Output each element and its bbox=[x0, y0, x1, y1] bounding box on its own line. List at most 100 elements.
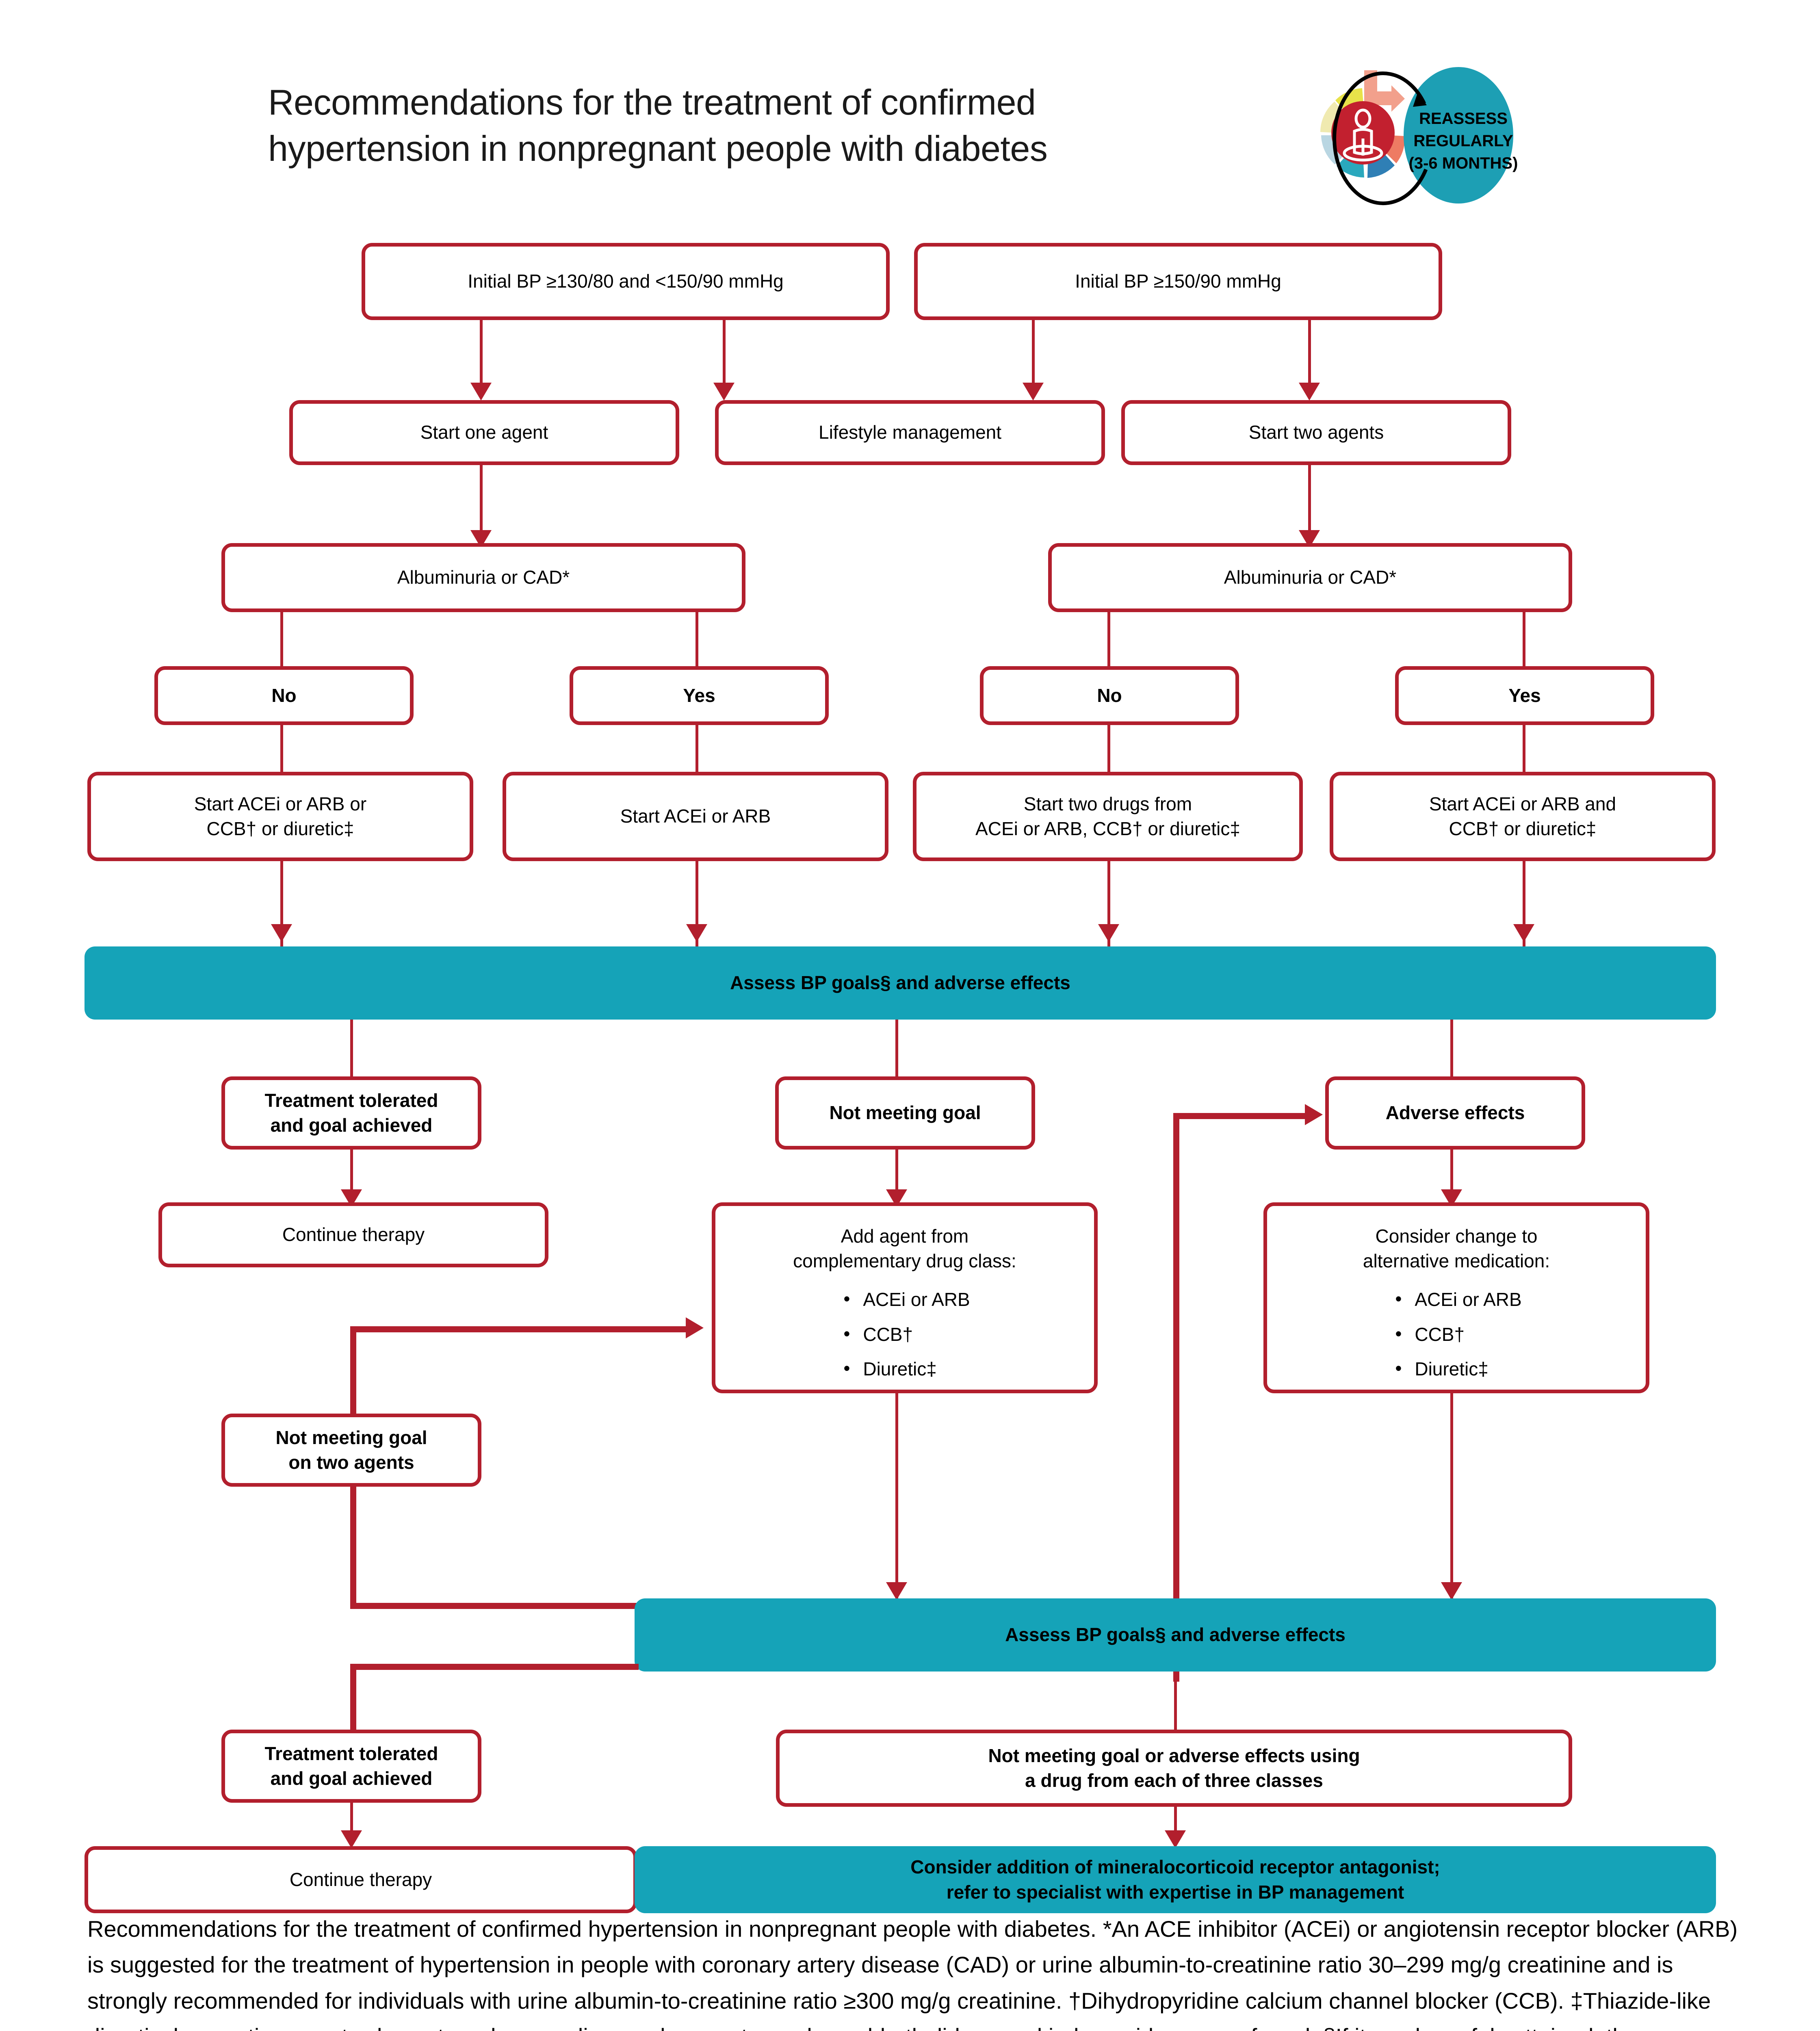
arrowhead-addagent-to-assess2 bbox=[886, 1582, 907, 1600]
box-three-classes[interactable]: Not meeting goal or adverse effects usin… bbox=[776, 1730, 1572, 1807]
box-lifestyle-management-label: Lifestyle management bbox=[818, 422, 1002, 443]
nmg-two-agents-line1: Not meeting goal bbox=[275, 1427, 427, 1448]
arrowhead-tolerated2-to-continue2 bbox=[341, 1830, 362, 1848]
box-albuminuria-right[interactable]: Albuminuria or CAD* bbox=[1048, 543, 1572, 612]
connector-three-classes-to-mra bbox=[1174, 1807, 1177, 1843]
person-icon bbox=[1343, 108, 1383, 162]
box-continue-therapy-1[interactable]: Continue therapy bbox=[158, 1202, 548, 1267]
box-start-acei-or-arb[interactable]: Start ACEi or ARB bbox=[503, 772, 888, 861]
box-continue-therapy-2-label: Continue therapy bbox=[289, 1869, 432, 1890]
box-treatment-tolerated-2[interactable]: Treatment tolerated and goal achieved bbox=[221, 1730, 481, 1803]
add-agent-line1: Add agent from bbox=[841, 1226, 969, 1247]
box-treatment-tolerated-1[interactable]: Treatment tolerated and goal achieved bbox=[221, 1076, 481, 1150]
tolerated2-line2: and goal achieved bbox=[270, 1768, 433, 1789]
box-yes-left[interactable]: Yes bbox=[570, 666, 829, 725]
reassess-line3: (3-6 MONTHS) bbox=[1409, 154, 1518, 172]
consider-change-line1: Consider change to bbox=[1375, 1226, 1538, 1247]
connector-assess1-to-notmeeting bbox=[895, 1020, 898, 1078]
page-title: Recommendations for the treatment of con… bbox=[268, 79, 1263, 172]
box-start-acei-arb-ccb-diuretic[interactable]: Start ACEi or ARB or CCB† or diuretic‡ bbox=[87, 772, 473, 861]
box-consider-change-alternative[interactable]: Consider change to alternative medicatio… bbox=[1263, 1202, 1649, 1393]
box-adverse-effects-label: Adverse effects bbox=[1385, 1102, 1525, 1124]
drug-l1-line1: Start ACEi or ARB or bbox=[194, 793, 367, 814]
connector-albright-to-yes bbox=[1523, 612, 1525, 667]
add-agent-item: CCB† bbox=[839, 1321, 970, 1347]
box-start-two-agents-label: Start two agents bbox=[1248, 422, 1384, 443]
consider-change-line2: alternative medication: bbox=[1363, 1250, 1550, 1272]
box-initial-bp-low-label: Initial BP ≥130/80 and <150/90 mmHg bbox=[468, 271, 784, 292]
box-initial-bp-high[interactable]: Initial BP ≥150/90 mmHg bbox=[914, 243, 1442, 320]
feedback-riser-two-agents bbox=[350, 1326, 356, 1414]
bar-assess-bp-goals-1[interactable]: Assess BP goals§ and adverse effects bbox=[84, 946, 1716, 1020]
connector-assess2-to-three-classes bbox=[1174, 1672, 1177, 1732]
box-initial-bp-high-label: Initial BP ≥150/90 mmHg bbox=[1075, 271, 1281, 292]
reassess-oval bbox=[1404, 67, 1513, 204]
box-not-meeting-goal-label: Not meeting goal bbox=[829, 1102, 981, 1124]
drug-r2-line1: Start ACEi or ARB and bbox=[1429, 793, 1616, 814]
box-yes-left-label: Yes bbox=[683, 684, 715, 706]
box-adverse-effects[interactable]: Adverse effects bbox=[1325, 1076, 1585, 1150]
box-start-two-drugs-from[interactable]: Start two drugs from ACEi or ARB, CCB† o… bbox=[913, 772, 1303, 861]
connector-albright-to-no bbox=[1107, 612, 1110, 667]
arrowhead-bplow-to-startone bbox=[470, 383, 492, 401]
connector-drugl1-to-assess1 bbox=[280, 861, 283, 965]
arrowhead-bphigh-to-starttwo bbox=[1299, 383, 1320, 401]
box-continue-therapy-1-label: Continue therapy bbox=[282, 1224, 425, 1245]
arrowhead-drugr2-to-assess1 bbox=[1513, 924, 1534, 942]
connector-albleft-to-no bbox=[280, 612, 283, 667]
box-no-left[interactable]: No bbox=[154, 666, 414, 725]
consider-change-drug-list: ACEi or ARB CCB† Diuretic‡ bbox=[1391, 1286, 1521, 1381]
arrowhead-drugl2-to-assess1 bbox=[686, 924, 707, 942]
connector-assess2-left-riser bbox=[350, 1664, 356, 1731]
consider-change-item: ACEi or ARB bbox=[1391, 1286, 1521, 1312]
box-albuminuria-right-label: Albuminuria or CAD* bbox=[1224, 567, 1397, 588]
consider-change-item: CCB† bbox=[1391, 1321, 1521, 1347]
box-start-two-agents[interactable]: Start two agents bbox=[1121, 400, 1511, 465]
arrowhead-drugr1-to-assess1 bbox=[1098, 924, 1119, 942]
connector-drugr2-to-assess1 bbox=[1523, 861, 1525, 965]
drug-l1-line2: CCB† or diuretic‡ bbox=[206, 818, 354, 839]
add-agent-drug-list: ACEi or ARB CCB† Diuretic‡ bbox=[839, 1286, 970, 1381]
connector-bphigh-to-starttwo bbox=[1308, 320, 1311, 383]
box-yes-right[interactable]: Yes bbox=[1395, 666, 1654, 725]
bar-consider-mra[interactable]: Consider addition of mineralocorticoid r… bbox=[635, 1846, 1716, 1913]
feedback-riser-adverse bbox=[1173, 1113, 1179, 1682]
connector-bphigh-to-lifestyle bbox=[1032, 320, 1035, 383]
box-continue-therapy-2[interactable]: Continue therapy bbox=[84, 1846, 637, 1913]
connector-two-agents-down bbox=[350, 1487, 356, 1609]
connector-yesleft-down bbox=[696, 725, 698, 774]
figure-caption: Recommendations for the treatment of con… bbox=[87, 1916, 1738, 2031]
connector-assess1-to-adverse bbox=[1450, 1020, 1453, 1078]
arrowhead-three-classes-to-mra bbox=[1165, 1830, 1186, 1848]
box-add-agent-complementary[interactable]: Add agent from complementary drug class:… bbox=[712, 1202, 1098, 1393]
feedback-horizontal-adverse bbox=[1173, 1113, 1307, 1119]
add-agent-item: Diuretic‡ bbox=[839, 1356, 970, 1381]
bar-assess-bp-goals-1-label: Assess BP goals§ and adverse effects bbox=[730, 972, 1070, 994]
box-not-meeting-goal[interactable]: Not meeting goal bbox=[775, 1076, 1035, 1150]
arrowhead-bplow-to-lifestyle bbox=[713, 383, 734, 401]
box-albuminuria-left[interactable]: Albuminuria or CAD* bbox=[221, 543, 745, 612]
box-no-right-label: No bbox=[1097, 684, 1122, 706]
box-albuminuria-left-label: Albuminuria or CAD* bbox=[397, 567, 570, 588]
connector-yesright-down bbox=[1523, 725, 1525, 774]
box-initial-bp-low[interactable]: Initial BP ≥130/80 and <150/90 mmHg bbox=[362, 243, 890, 320]
connector-noleft-down bbox=[280, 725, 283, 774]
page-title-line1: Recommendations for the treatment of con… bbox=[268, 82, 1036, 122]
box-start-acei-or-arb-label: Start ACEi or ARB bbox=[620, 805, 771, 827]
box-start-one-agent[interactable]: Start one agent bbox=[289, 400, 679, 465]
tolerated1-line2: and goal achieved bbox=[270, 1115, 433, 1136]
box-no-left-label: No bbox=[271, 684, 297, 706]
reassess-line2: REGULARLY bbox=[1413, 132, 1513, 150]
bar-assess-bp-goals-2[interactable]: Assess BP goals§ and adverse effects bbox=[635, 1598, 1716, 1672]
connector-two-agents-to-assess2 bbox=[350, 1603, 639, 1609]
feedback-horizontal-two-agents bbox=[350, 1326, 688, 1332]
reassess-line1: REASSESS bbox=[1419, 110, 1508, 128]
box-yes-right-label: Yes bbox=[1508, 684, 1541, 706]
box-no-right[interactable]: No bbox=[980, 666, 1239, 725]
box-start-acei-arb-and-ccb[interactable]: Start ACEi or ARB and CCB† or diuretic‡ bbox=[1330, 772, 1716, 861]
connector-bplow-to-lifestyle bbox=[723, 320, 726, 383]
box-not-meeting-goal-two-agents[interactable]: Not meeting goal on two agents bbox=[221, 1414, 481, 1487]
drug-r1-line1: Start two drugs from bbox=[1023, 793, 1192, 814]
box-lifestyle-management[interactable]: Lifestyle management bbox=[715, 400, 1105, 465]
